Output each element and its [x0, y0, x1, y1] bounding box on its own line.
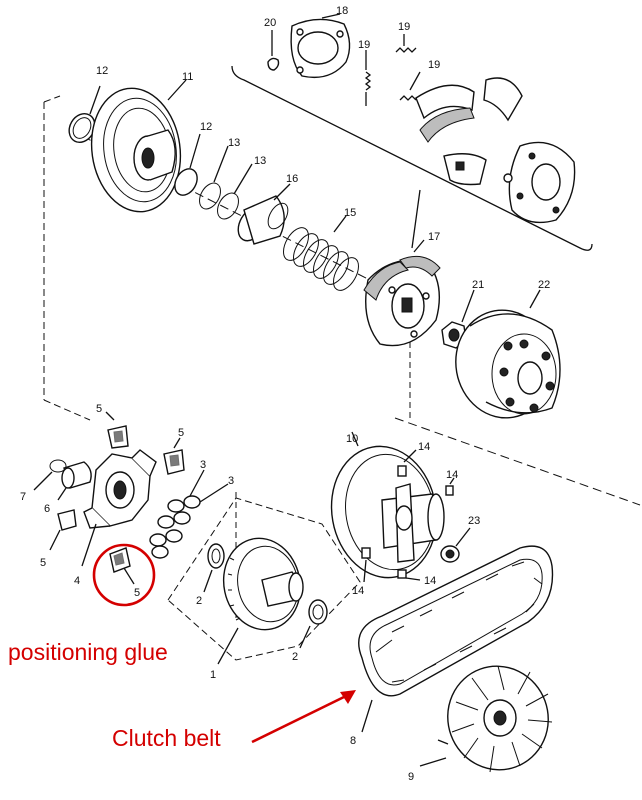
glue-highlight-circle	[92, 543, 156, 607]
callout-5-left: 5	[40, 557, 46, 569]
callout-10: 10	[346, 433, 358, 445]
part-7-oring	[33, 459, 67, 491]
callout-14-c: 14	[424, 575, 436, 587]
clutch-belt-arrow	[251, 690, 356, 744]
callout-21: 21	[472, 279, 484, 291]
part-1-movable-sheave	[217, 537, 304, 665]
part-5-slider-circled	[109, 547, 135, 585]
callout-15: 15	[344, 207, 356, 219]
part-13-orings	[199, 145, 253, 220]
callout-14-a: 14	[418, 441, 430, 453]
callout-4: 4	[74, 575, 80, 587]
part-22-clutch-housing	[455, 289, 561, 419]
callout-18: 18	[336, 5, 348, 17]
part-19-springs	[364, 34, 421, 106]
part-14-pins	[361, 449, 455, 583]
callout-12-a: 12	[96, 65, 108, 77]
callout-13-a: 13	[228, 137, 240, 149]
callout-16: 16	[286, 173, 298, 185]
part-23-seal	[440, 527, 471, 563]
part-3-rollers	[149, 469, 229, 559]
callout-22: 22	[538, 279, 550, 291]
callout-17: 17	[428, 231, 440, 243]
part-20-screw	[267, 30, 280, 71]
clutch-subassembly-bracket	[231, 65, 593, 251]
part-16-sleeve	[237, 183, 291, 245]
part-5-slider-left	[49, 509, 77, 551]
callout-5-circled: 5	[134, 587, 140, 599]
part-2-collar-right	[299, 599, 328, 649]
part-4-ramp-plate	[81, 449, 157, 567]
positioning-glue-label: positioning glue	[8, 639, 168, 665]
part-17-clutch-carrier	[363, 239, 441, 347]
part-11-clutch-pulley	[90, 79, 187, 213]
callout-20: 20	[264, 17, 276, 29]
callout-8: 8	[350, 735, 356, 747]
part-5-slider-top	[105, 411, 129, 449]
part-5-slider-right	[163, 437, 185, 475]
callout-13-b: 13	[254, 155, 266, 167]
clutch-belt-label: Clutch belt	[112, 725, 221, 751]
callout-5-right: 5	[178, 427, 184, 439]
part-6-bushing	[57, 461, 92, 501]
clutch-shoes	[415, 77, 576, 224]
callout-12-b: 12	[200, 121, 212, 133]
callout-23: 23	[468, 515, 480, 527]
callout-19-b: 19	[358, 39, 370, 51]
part-shaft	[381, 483, 445, 563]
callout-5-top: 5	[96, 403, 102, 415]
callout-3-b: 3	[228, 475, 234, 487]
part-9-fan	[419, 665, 553, 773]
callout-3-a: 3	[200, 459, 206, 471]
callout-19-c: 19	[428, 59, 440, 71]
callout-7: 7	[20, 491, 26, 503]
callout-14-b: 14	[446, 469, 458, 481]
callout-9: 9	[408, 771, 414, 783]
part-8-clutch-belt	[358, 545, 554, 733]
callout-11: 11	[182, 71, 193, 83]
callout-2-a: 2	[196, 595, 202, 607]
callout-14-d: 14	[352, 585, 364, 597]
part-15-spring	[283, 215, 359, 291]
callout-6: 6	[44, 503, 50, 515]
part-2-collar-left	[203, 543, 225, 593]
callout-19-a: 19	[398, 21, 410, 33]
part-12-ring-middle	[174, 133, 201, 196]
callout-1: 1	[210, 669, 216, 681]
callout-2-b: 2	[292, 651, 298, 663]
part-18-plate	[290, 13, 351, 79]
